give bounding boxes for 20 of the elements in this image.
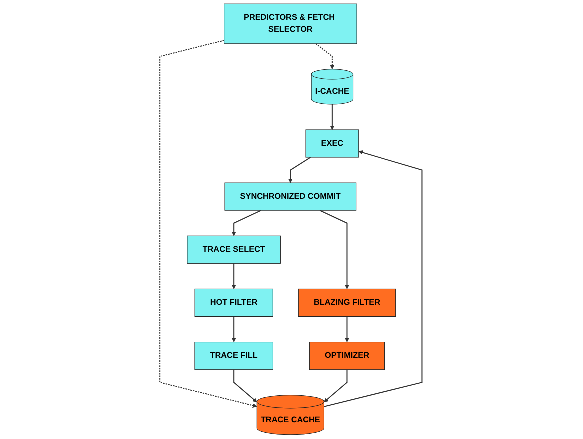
- arrow: [324, 370, 348, 403]
- arrow: [232, 264, 237, 290]
- arrow: [324, 150, 424, 408]
- arrow: [320, 210, 350, 290]
- arrow: [160, 40, 258, 408]
- node-box: BLAZING FILTER: [298, 288, 396, 318]
- node-box: EXEC: [306, 130, 360, 158]
- arrow: [330, 104, 336, 130]
- node-box: TRACE SELECT: [188, 236, 282, 264]
- arrow: [316, 44, 336, 70]
- arrow: [234, 370, 258, 403]
- node-box: TRACE FILL: [195, 342, 274, 370]
- arrow: [232, 316, 237, 342]
- node-box: HOT FILTER: [195, 288, 274, 318]
- arrow: [288, 157, 312, 184]
- arrow: [345, 316, 350, 342]
- arrow: [232, 210, 262, 236]
- node-box: OPTIMIZER: [310, 342, 386, 370]
- node-box: SYNCHRONIZED COMMIT: [225, 182, 357, 211]
- node-box: PREDICTORS & FETCH SELECTOR: [224, 4, 358, 44]
